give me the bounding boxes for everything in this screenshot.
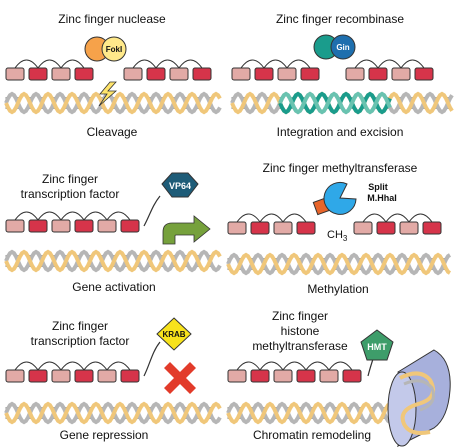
finger-row-methyltransferase-right xyxy=(353,213,442,235)
panel-histone: Zinc finger histone methyltransferase HM… xyxy=(226,309,451,448)
panel-histone-title-line3: methyltransferase xyxy=(252,339,348,353)
panel-recombinase: Zinc finger recombinase Gin Integration … xyxy=(230,12,454,139)
panel-repressor: Zinc finger transcription factor KRAB Ge… xyxy=(4,317,222,442)
gin-recombinase-domain xyxy=(330,34,356,60)
panel-methyltransferase-title: Zinc finger methyltransferase xyxy=(263,161,418,175)
panel-activator: Zinc finger transcription factor VP64 Ge… xyxy=(4,172,222,294)
finger-row-methyltransferase-left xyxy=(227,213,316,235)
panel-histone-title-line1: Zinc finger xyxy=(272,309,328,323)
hmt-label: HMT xyxy=(367,342,387,352)
panel-nuclease-title: Zinc finger nuclease xyxy=(58,12,166,26)
fokI-cleavage-domain xyxy=(101,36,127,62)
panel-recombinase-caption: Integration and excision xyxy=(277,125,404,139)
krab-label: KRAB xyxy=(162,330,185,339)
panel-histone-title-line2: histone xyxy=(281,324,320,338)
panel-activator-title-line1: Zinc finger xyxy=(42,172,98,186)
finger-row-nuclease-right xyxy=(123,59,212,81)
split-mhhai-domain xyxy=(323,181,357,215)
panel-nuclease-caption: Cleavage xyxy=(87,125,138,139)
fokI-label: FokI xyxy=(106,45,122,54)
panel-activator-title-line2: transcription factor xyxy=(21,187,120,201)
cleavage-bolt-icon xyxy=(98,81,118,107)
finger-row-nuclease-left xyxy=(5,59,94,81)
finger-row-histone xyxy=(227,361,362,383)
panel-activator-caption: Gene activation xyxy=(72,280,155,294)
nucleosome-icon xyxy=(387,349,451,448)
finger-row-recombinase-left xyxy=(231,59,320,81)
panel-recombinase-title: Zinc finger recombinase xyxy=(276,12,404,26)
panel-methyltransferase-caption: Methylation xyxy=(307,282,368,296)
panel-methyltransferase: Zinc finger methyltransferase Split M.Hh… xyxy=(226,161,452,296)
gin-label: Gin xyxy=(336,43,349,52)
krab-linker xyxy=(143,341,161,377)
panel-repressor-caption: Gene repression xyxy=(60,428,149,442)
panel-histone-caption: Chromatin remodeling xyxy=(253,428,371,442)
finger-row-activator xyxy=(5,211,140,233)
dna-helix-activator xyxy=(4,249,222,273)
hmt-domain xyxy=(360,329,394,361)
dna-helix-repressor xyxy=(4,401,222,425)
finger-row-recombinase-right xyxy=(345,59,434,81)
split-mhhai-label-line2: M.HhaI xyxy=(367,193,397,203)
dna-helix-histone xyxy=(226,401,410,425)
vp64-domain xyxy=(161,172,199,198)
split-mhhai-label-line1: Split xyxy=(368,182,388,192)
repression-x-icon xyxy=(164,362,196,394)
vp64-linker xyxy=(143,195,161,227)
panel-nuclease: Zinc finger nuclease FokI Cleavage xyxy=(4,12,222,139)
dna-helix-recombinase xyxy=(230,91,454,115)
dna-helix-nuclease xyxy=(4,91,222,115)
panel-repressor-title-line1: Zinc finger xyxy=(52,319,108,333)
dna-helix-methyltransferase xyxy=(226,252,452,276)
methyl-group-label: CH3 xyxy=(327,229,348,243)
krab-domain xyxy=(156,317,192,351)
finger-row-repressor xyxy=(5,361,140,383)
activation-arrow-icon xyxy=(162,215,211,245)
vp64-label: VP64 xyxy=(169,181,191,191)
panel-repressor-title-line2: transcription factor xyxy=(31,334,130,348)
